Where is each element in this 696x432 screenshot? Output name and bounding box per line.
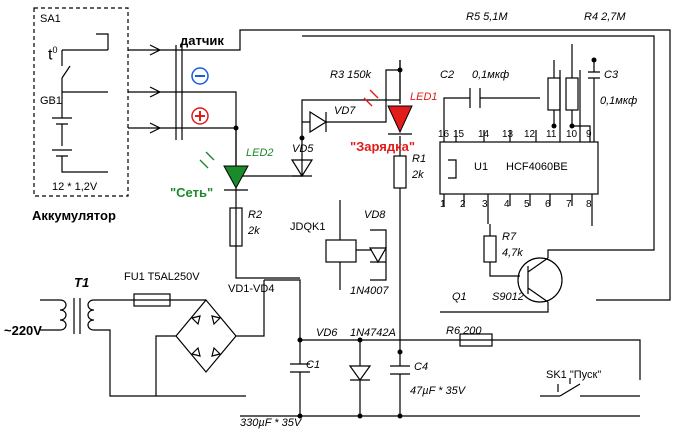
r6-label: R6 200 [446, 325, 482, 337]
ic-pin-top: 12 [524, 129, 536, 140]
ic-pin-bottom: 8 [586, 199, 592, 210]
gb1-label: GB1 [40, 95, 63, 107]
ic-pin-top: 16 [438, 129, 450, 140]
ic-pin-top: 11 [546, 129, 557, 140]
c4-value: 47µF * 35V [410, 385, 466, 397]
vd1vd4-label: VD1-VD4 [228, 283, 275, 295]
t0-text: t [48, 46, 53, 64]
ic-pin-top: 15 [453, 129, 465, 140]
battery-spec: 12 * 1,2V [52, 181, 98, 193]
r2-label: R2 [248, 209, 263, 221]
vd8-label: VD8 [364, 209, 386, 221]
charging-label: "Зарядка" [350, 139, 416, 154]
ic-pin-top: 14 [478, 129, 490, 140]
plus-icon [191, 107, 209, 125]
c3-value: 0,1мкф [600, 95, 638, 107]
jdqk1-label: JDQK1 [290, 221, 326, 233]
r7-value: 4,7k [502, 247, 523, 259]
led2-label: LED2 [246, 147, 274, 159]
n4007-label: 1N4007 [350, 285, 389, 297]
network-label: "Сеть" [170, 185, 214, 200]
ic-pin-bottom: 1 [440, 199, 446, 210]
t1-label: T1 [74, 275, 90, 290]
r1-label: R1 [412, 153, 427, 165]
ic-pin-bottom: 5 [524, 199, 530, 210]
led1-label: LED1 [410, 91, 438, 103]
battery-box [33, 7, 129, 197]
led1-icon [363, 89, 413, 135]
vd6-label: VD6 [316, 327, 338, 339]
vd5-label: VD5 [292, 143, 314, 155]
ic-pin-top: 9 [586, 129, 592, 140]
c2-label: C2 [440, 69, 455, 81]
sensor-label: датчик [180, 33, 224, 48]
ic-pin-bottom: 4 [504, 199, 510, 210]
t0-sup: 0 [52, 45, 58, 55]
c4-label: C4 [414, 361, 429, 373]
sk1-label: SK1 "Пуск" [546, 369, 602, 381]
ic-pin-bottom: 7 [566, 199, 572, 210]
sa1-label: SA1 [40, 13, 61, 25]
r3-label: R3 150k [330, 69, 371, 81]
c3-label: C3 [604, 69, 619, 81]
c1-value: 330µF * 35V [240, 417, 302, 429]
r7-label: R7 [502, 231, 517, 243]
r4-label: R4 2,7M [584, 11, 626, 23]
q1-label: Q1 [452, 291, 467, 303]
c2-value: 0,1мкф [472, 69, 510, 81]
ic-pin-bottom: 2 [460, 199, 466, 210]
s9012-label: S9012 [492, 291, 524, 303]
ic-pin-bottom: 3 [482, 199, 488, 210]
u1-label: U1 [474, 161, 489, 173]
ic-label: HCF4060BE [506, 161, 568, 173]
t0-label: t0 [48, 46, 57, 63]
minus-icon [191, 67, 209, 85]
r5-label: R5 5,1M [466, 11, 508, 23]
led2-icon [199, 151, 249, 191]
r2-value: 2k [248, 225, 260, 237]
ac-label: ~220V [4, 323, 42, 338]
ic-pin-top: 10 [566, 129, 578, 140]
r1-value: 2k [412, 169, 424, 181]
ic-pin-bottom: 6 [545, 199, 551, 210]
battery-title: Аккумулятор [32, 208, 116, 223]
n4742-label: 1N4742A [350, 327, 396, 339]
fu1-label: FU1 T5AL250V [124, 271, 200, 283]
vd7-label: VD7 [334, 105, 356, 117]
c1-label: C1 [306, 359, 321, 371]
ic-pin-top: 13 [502, 129, 514, 140]
